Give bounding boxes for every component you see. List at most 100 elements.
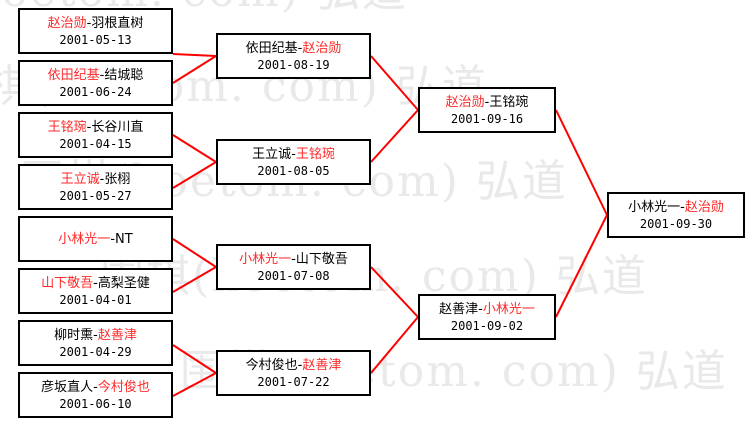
player-left: 赵治勋 [445,94,485,110]
player-right: 王铭琬 [295,146,335,162]
player-separator: - [291,251,296,267]
bracket-connector-line [370,109,419,163]
player-separator: - [680,199,685,215]
match-players: 小林光一-NT [58,231,132,248]
match-players: 王立诚-王铭琬 [252,146,335,163]
match-date: 2001-07-08 [257,268,330,283]
player-left: 依田纪基 [47,67,100,83]
bracket-connector-line [370,316,419,374]
player-left: 赵治勋 [47,15,87,31]
match-date: 2001-09-02 [450,318,524,333]
player-separator: - [93,379,98,395]
player-separator: - [297,40,303,56]
player-right: 结城聪 [104,67,144,83]
player-separator: - [291,146,296,162]
bracket-connector-line [172,266,217,293]
match-players: 赵善津-小林光一 [439,301,535,318]
bracket-connector-line [172,372,217,397]
match-players: 彦坂直人-今村俊也 [41,379,150,396]
player-right: 高梨圣健 [97,275,150,291]
player-right: 王铭琬 [489,94,529,110]
player-separator: - [86,15,92,31]
player-left: 小林光一 [628,199,681,215]
match-players: 依田纪基-赵治勋 [246,40,342,57]
match-date: 2001-09-16 [450,111,524,126]
watermark-text: 围棋(hoetom. com) 弘道 [100,251,648,302]
player-right: 赵善津 [302,357,342,373]
match-players: 山下敬吾-高梨圣健 [41,275,150,292]
player-right: 张栩 [104,171,131,187]
match-players: 王铭琬-长谷川直 [48,119,144,136]
player-separator: - [110,231,116,247]
match-players: 依田纪基-结城聪 [48,67,144,84]
bracket-connector-line [555,109,608,216]
match-players: 赵治勋-王铭琬 [446,94,529,111]
player-right: 赵治勋 [684,199,724,215]
player-separator: - [86,119,92,135]
player-separator: - [99,67,105,83]
match-date: 2001-08-19 [257,57,330,72]
player-left: 依田纪基 [245,40,298,56]
player-separator: - [99,171,105,187]
bracket-connector-line [555,214,608,318]
player-separator: - [484,94,490,110]
match-players: 王立诚-张栩 [61,171,131,188]
bracket-connector-line [370,55,419,111]
player-right: 小林光一 [482,301,535,317]
match-players: 柳时熏-赵善津 [54,327,137,344]
player-left: 柳时熏 [54,327,94,343]
player-separator: - [93,275,98,291]
bracket-connector-line [172,344,217,374]
match-date: 2001-06-24 [59,84,132,99]
match-box[interactable]: 小林光一-NT [18,216,173,262]
player-left: 彦坂直人 [41,379,94,395]
player-right: 赵善津 [97,327,137,343]
match-players: 小林光一-赵治勋 [628,199,724,216]
match-date: 2001-04-15 [59,136,132,151]
player-left: 今村俊也 [245,357,298,373]
match-date: 2001-04-01 [59,292,132,307]
bracket-connector-line [172,134,217,163]
player-left: 赵善津 [439,301,479,317]
player-right: NT [115,231,133,247]
bracket-connector-line [370,266,419,318]
player-right: 赵治勋 [302,40,342,56]
match-players: 赵治勋-羽根直树 [48,15,144,32]
match-date: 2001-05-13 [59,32,132,47]
player-left: 小林光一 [58,231,111,247]
match-date: 2001-06-10 [59,396,132,411]
match-date: 2001-08-05 [257,163,330,178]
player-right: 长谷川直 [91,119,144,135]
bracket-connector-line [172,161,217,189]
match-players: 今村俊也-赵善津 [246,357,342,374]
player-right: 羽根直树 [91,15,144,31]
player-left: 山下敬吾 [41,275,94,291]
player-left: 王立诚 [252,146,292,162]
player-separator: - [93,327,98,343]
player-left: 小林光一 [239,251,292,267]
bracket-connector-line [172,55,217,84]
match-date: 2001-05-27 [59,188,132,203]
match-date: 2001-09-30 [639,216,713,231]
player-right: 今村俊也 [97,379,150,395]
player-right: 山下敬吾 [295,251,348,267]
match-date: 2001-04-29 [59,344,132,359]
match-date: 2001-07-22 [257,374,330,389]
bracket-connector-line [172,238,217,268]
player-left: 王铭琬 [47,119,87,135]
player-separator: - [478,301,483,317]
